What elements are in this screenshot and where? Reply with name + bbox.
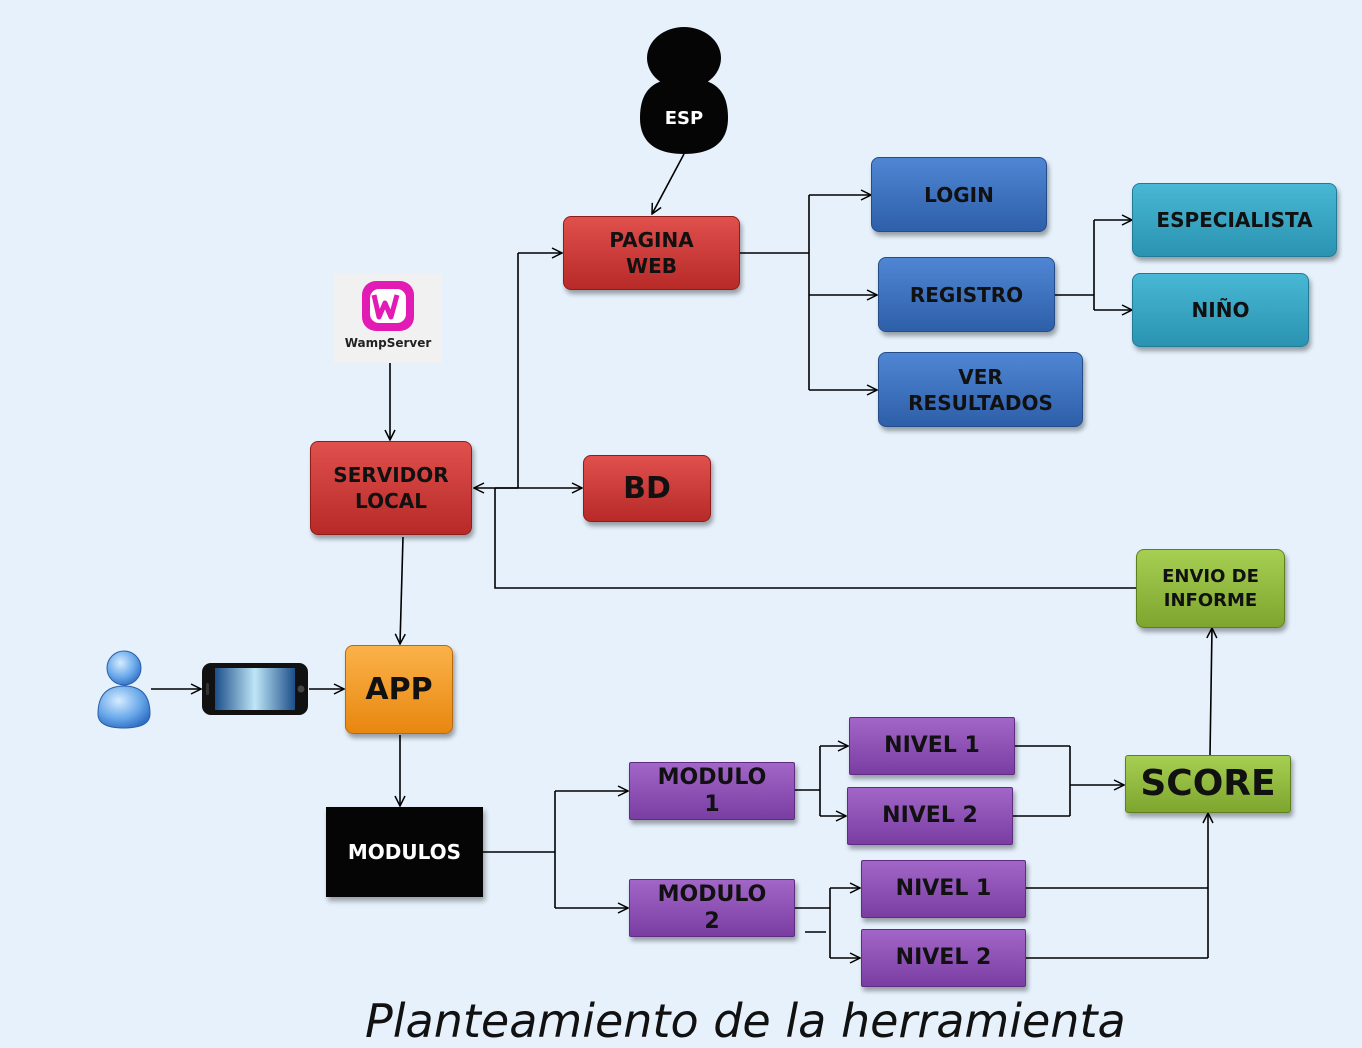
modulo-2-node: MODULO 2 <box>629 879 795 937</box>
app-label: APP <box>365 672 433 707</box>
modulo-1-nivel-2-node: NIVEL 2 <box>847 787 1013 845</box>
esp-user: ESP <box>628 26 740 156</box>
pagina-web-label: PAGINA WEB <box>609 228 694 278</box>
score-label: SCORE <box>1140 762 1276 804</box>
diagram-caption: Planteamiento de la herramienta <box>365 994 1126 1048</box>
modulo-2-nivel-1-label: NIVEL 1 <box>895 875 992 901</box>
modulo-2-nivel-2-node: NIVEL 2 <box>861 929 1026 987</box>
smartphone-icon <box>202 663 308 715</box>
servidor-local-node: SERVIDOR LOCAL <box>310 441 472 535</box>
user-icon <box>97 650 151 729</box>
modulo-1-nivel-1-node: NIVEL 1 <box>849 717 1015 775</box>
pagina-web-node: PAGINA WEB <box>563 216 740 290</box>
wampserver-logo: WampServer <box>334 273 442 363</box>
app-user <box>94 648 156 730</box>
esp-label: ESP <box>664 108 704 129</box>
modulo-2-nivel-2-label: NIVEL 2 <box>895 944 992 970</box>
envio-de-informe-node: ENVIO DE INFORME <box>1136 549 1285 628</box>
registro-label: REGISTRO <box>909 282 1024 307</box>
nino-label: NIÑO <box>1191 298 1250 322</box>
score-node: SCORE <box>1125 755 1291 813</box>
modulos-node: MODULOS <box>326 807 483 897</box>
wampserver-label: WampServer <box>344 336 432 350</box>
especialista-node: ESPECIALISTA <box>1132 183 1337 257</box>
envio-de-informe-label: ENVIO DE INFORME <box>1162 566 1259 611</box>
modulo-1-nivel-2-label: NIVEL 2 <box>882 802 978 828</box>
especialista-label: ESPECIALISTA <box>1156 208 1313 232</box>
bd-label: BD <box>623 471 671 506</box>
ver-resultados-node: VER RESULTADOS <box>878 352 1083 427</box>
modulo-1-nivel-1-label: NIVEL 1 <box>884 732 980 758</box>
ver-resultados-label: VER RESULTADOS <box>908 364 1053 415</box>
modulo-1-label: MODULO 1 <box>657 764 767 818</box>
smartphone <box>201 662 309 716</box>
nino-node: NIÑO <box>1132 273 1309 347</box>
modulo-2-label: MODULO 2 <box>657 881 767 935</box>
bd-node: BD <box>583 455 711 522</box>
modulo-2-nivel-1-node: NIVEL 1 <box>861 860 1026 918</box>
modulo-1-node: MODULO 1 <box>629 762 795 820</box>
registro-node: REGISTRO <box>878 257 1055 332</box>
login-label: LOGIN <box>924 182 994 207</box>
servidor-local-label: SERVIDOR LOCAL <box>333 463 449 513</box>
login-node: LOGIN <box>871 157 1047 232</box>
modulos-label: MODULOS <box>347 840 462 864</box>
user-silhouette-icon <box>640 27 728 154</box>
wampserver-logo-icon <box>362 281 414 331</box>
app-node: APP <box>345 645 453 734</box>
